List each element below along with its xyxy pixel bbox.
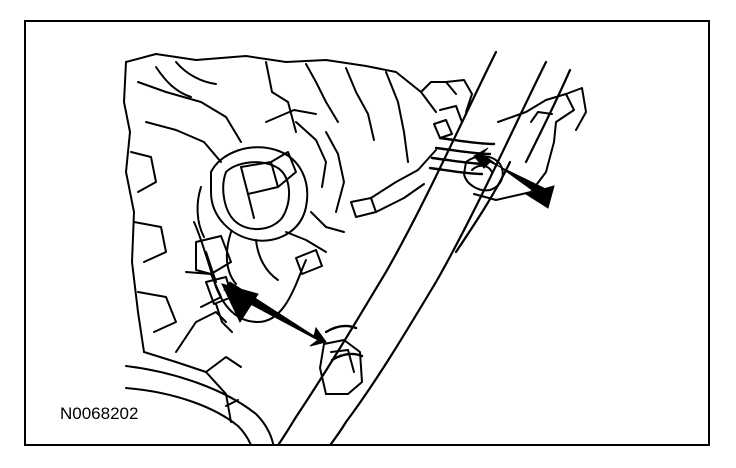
arrow-left-head <box>221 283 259 324</box>
figure-frame: N0068202 <box>24 20 710 446</box>
arrow-right-callout <box>473 147 553 201</box>
figure-id-label: N0068202 <box>58 404 141 424</box>
console-housing <box>123 53 457 423</box>
callout-arrows <box>221 147 555 347</box>
cable-brackets <box>205 79 473 333</box>
technical-illustration <box>123 50 587 444</box>
shifter-mechanism <box>185 109 345 308</box>
floor-lines <box>125 365 275 444</box>
inner-cable <box>193 221 307 323</box>
arrow-right-head <box>524 185 555 209</box>
shift-cable <box>277 50 572 444</box>
